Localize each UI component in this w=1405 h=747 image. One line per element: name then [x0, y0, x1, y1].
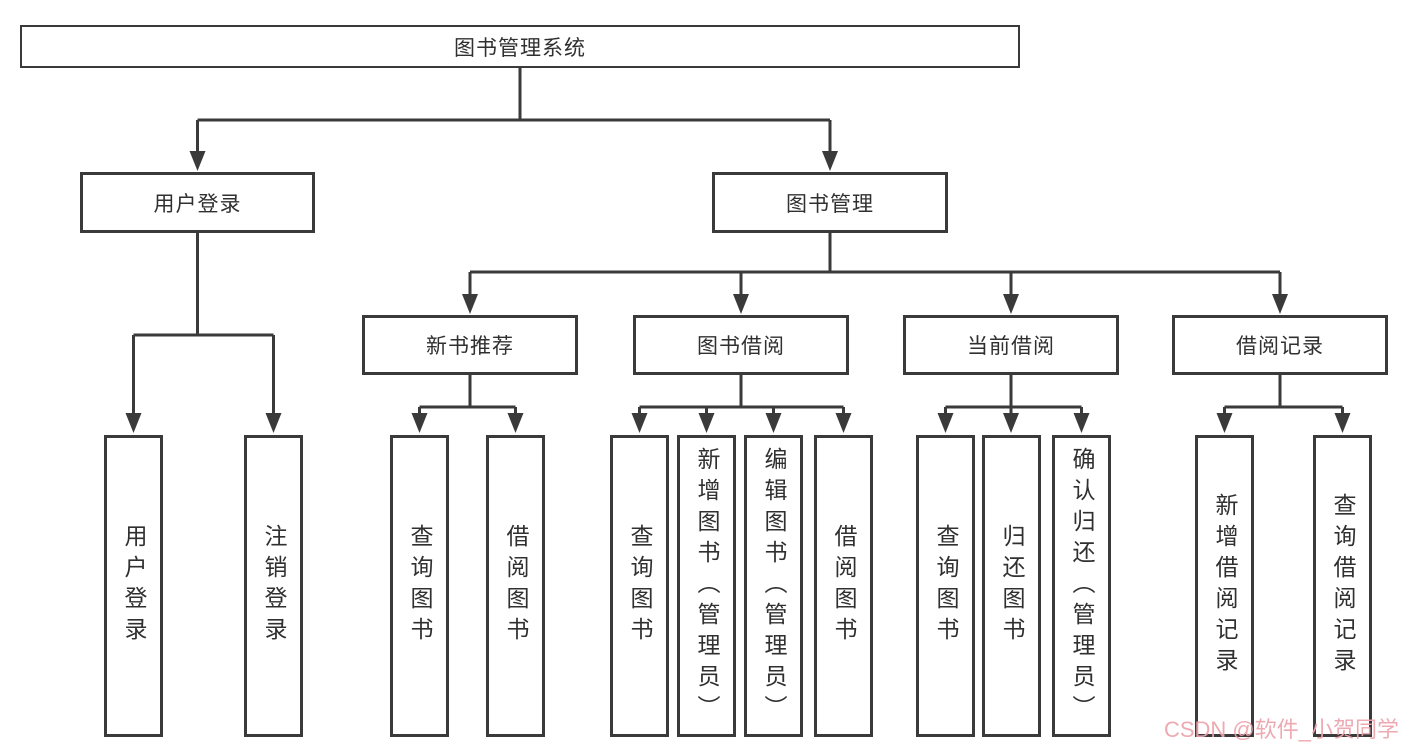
leaf-newbook-query-books-label: 查询图书: [407, 524, 433, 648]
node-root-system: 图书管理系统: [20, 25, 1020, 68]
node-borrow-records: 借阅记录: [1172, 315, 1388, 375]
leaf-logout-label: 注销登录: [261, 524, 287, 648]
leaf-user-login: 用户登录: [104, 435, 163, 737]
node-book-management: 图书管理: [712, 172, 948, 233]
node-root-system-label: 图书管理系统: [454, 36, 586, 60]
leaf-current-confirm-return-admin-label: 确认归还（管理员）: [1069, 446, 1095, 726]
leaf-newbook-borrow-books: 借阅图书: [486, 435, 545, 737]
leaf-newbook-borrow-books-label: 借阅图书: [503, 524, 529, 648]
leaf-logout: 注销登录: [244, 435, 303, 737]
leaf-current-query-books-label: 查询图书: [933, 524, 959, 648]
connector-book-borrow-to-leaves: [631, 375, 852, 433]
watermark: CSDN @软件_小贺同学: [1163, 717, 1399, 742]
leaf-borrow-edit-books-admin: 编辑图书（管理员）: [744, 435, 803, 737]
leaf-borrow-query-books: 查询图书: [610, 435, 669, 737]
leaf-current-return-books: 归还图书: [982, 435, 1041, 737]
connector-new-book-to-leaves: [411, 375, 524, 433]
node-book-borrow-label: 图书借阅: [697, 335, 785, 358]
leaf-borrow-borrow-books: 借阅图书: [814, 435, 873, 737]
leaf-records-add-record: 新增借阅记录: [1195, 435, 1254, 737]
node-user-login-label: 用户登录: [153, 192, 242, 216]
leaf-current-query-books: 查询图书: [916, 435, 975, 737]
node-book-management-label: 图书管理: [786, 192, 874, 216]
node-user-login: 用户登录: [80, 172, 315, 233]
leaf-borrow-edit-books-admin-label: 编辑图书（管理员）: [761, 446, 787, 726]
node-current-borrow: 当前借阅: [903, 315, 1119, 375]
node-book-borrow: 图书借阅: [633, 315, 849, 375]
leaf-newbook-query-books: 查询图书: [390, 435, 449, 737]
leaf-records-query-record: 查询借阅记录: [1313, 435, 1372, 737]
leaf-current-confirm-return-admin: 确认归还（管理员）: [1052, 435, 1111, 737]
leaf-borrow-add-books-admin: 新增图书（管理员）: [677, 435, 736, 737]
connector-root-to-level2: [189, 68, 838, 171]
leaf-borrow-add-books-admin-label: 新增图书（管理员）: [694, 446, 720, 726]
leaf-current-return-books-label: 归还图书: [999, 524, 1025, 648]
node-current-borrow-label: 当前借阅: [967, 335, 1055, 358]
connector-user-login-to-leaves: [125, 233, 282, 433]
leaf-borrow-query-books-label: 查询图书: [627, 524, 653, 648]
leaf-records-add-record-label: 新增借阅记录: [1212, 493, 1238, 679]
leaf-user-login-label: 用户登录: [121, 524, 147, 648]
node-new-book-recommend: 新书推荐: [362, 315, 578, 375]
leaf-borrow-borrow-books-label: 借阅图书: [831, 524, 857, 648]
connector-current-borrow-to-leaves: [937, 375, 1090, 433]
connector-book-mgmt-to-level3: [462, 233, 1288, 314]
node-borrow-records-label: 借阅记录: [1236, 335, 1324, 358]
connector-borrow-records-to-leaves: [1216, 375, 1351, 433]
leaf-records-query-record-label: 查询借阅记录: [1330, 493, 1356, 679]
node-new-book-recommend-label: 新书推荐: [426, 335, 514, 358]
